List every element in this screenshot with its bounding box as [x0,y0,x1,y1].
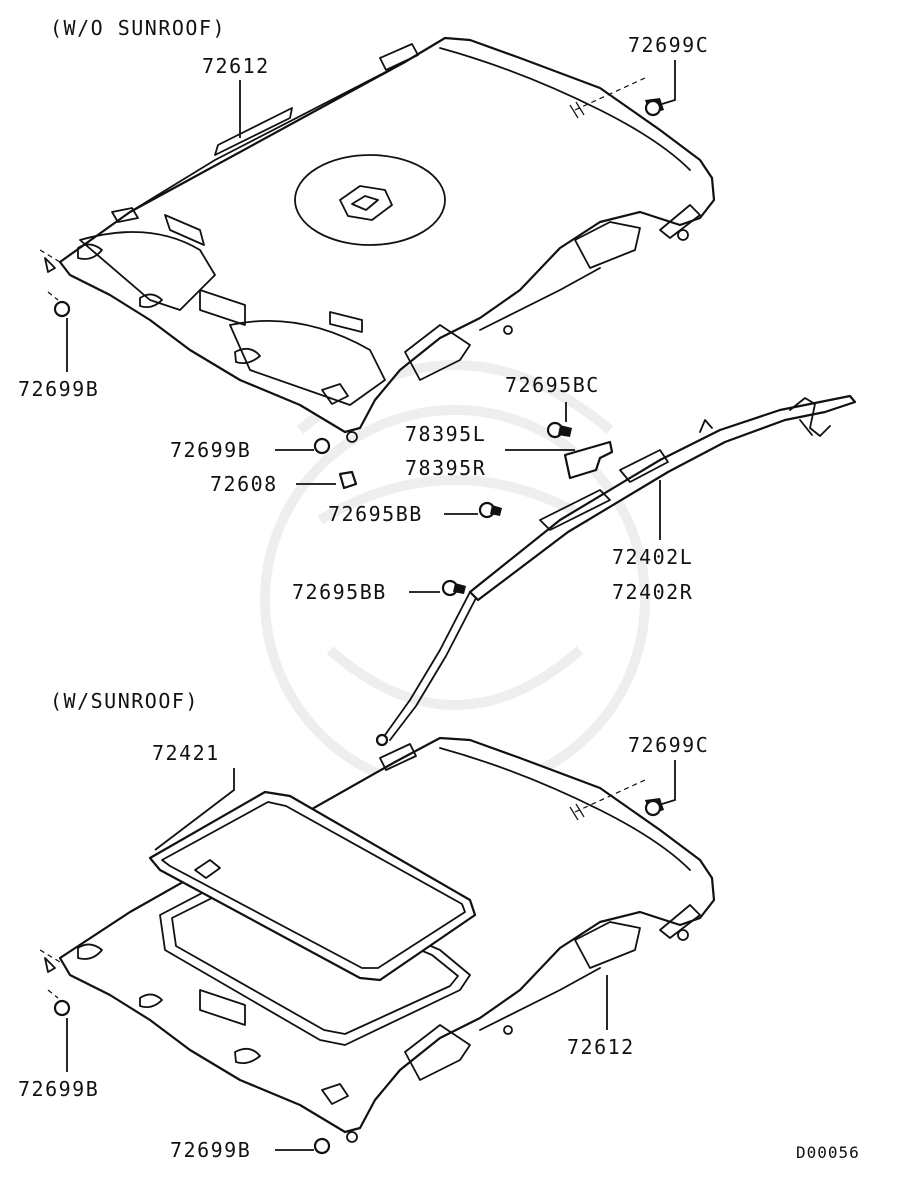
section-title-with-sunroof: (W/SUNROOF) [50,689,199,713]
label-72699B-bottom-left: 72699B [18,1077,99,1101]
label-72695BB-upper: 72695BB [328,502,423,526]
label-72699B-top-left: 72699B [18,377,99,401]
label-72699B-bottom-front: 72699B [170,1138,251,1162]
clip-72699B-top-left [44,257,71,318]
clip-72699B-bottom-left [44,957,71,1017]
label-72402R: 72402R [612,580,693,604]
label-78395L: 78395L [405,422,486,446]
label-72612-top: 72612 [202,54,270,78]
section-title-without-sunroof: (W/O SUNROOF) [50,16,226,40]
label-72695BC: 72695BC [505,373,600,397]
clip-72699B-top-front [313,437,331,455]
part-72608 [338,470,358,490]
clip-72695BB-upper [478,501,502,519]
label-72421: 72421 [152,741,220,765]
label-72695BB-lower: 72695BB [292,580,387,604]
clip-72695BB-lower [441,579,466,597]
label-72612-bottom: 72612 [567,1035,635,1059]
headlining-without-sunroof [39,36,716,443]
label-72699B-top-front: 72699B [170,438,251,462]
clip-72695BC [546,421,572,439]
label-72402L: 72402L [612,545,693,569]
leader-lines [66,60,676,1151]
label-72699C-top: 72699C [628,33,709,57]
clip-72699B-bottom-front [313,1137,331,1155]
grab-handle-78395 [563,440,614,480]
label-78395R: 78395R [405,456,486,480]
diagram-code: D00056 [796,1143,860,1162]
label-72699C-bottom: 72699C [628,733,709,757]
clip-72699C-top [644,98,664,117]
clip-72699C-bottom [644,798,664,817]
label-72608: 72608 [210,472,278,496]
roof-rail-assembly [375,394,857,747]
sunroof-trim-72421 [148,790,477,982]
